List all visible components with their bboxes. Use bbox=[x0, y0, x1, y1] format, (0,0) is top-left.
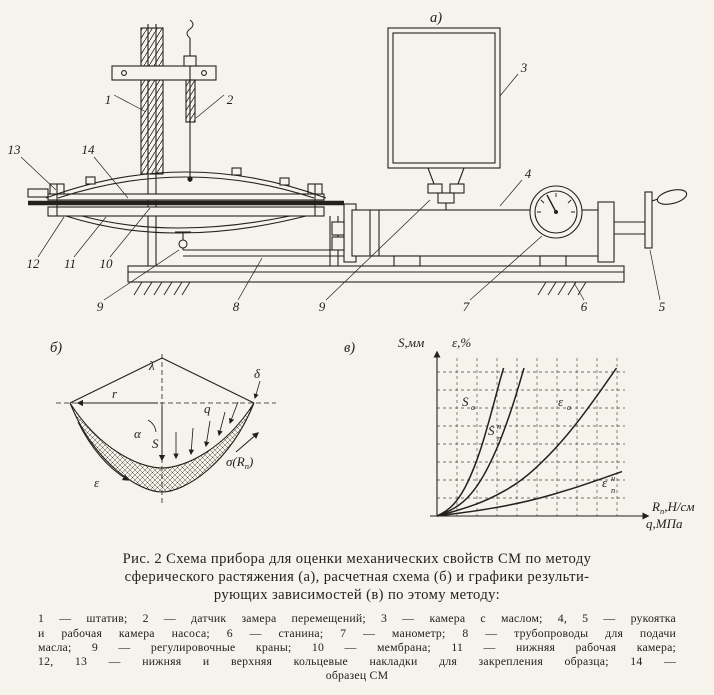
callout-9a: 9 bbox=[97, 299, 104, 314]
epsilon-arc-arrow bbox=[77, 421, 130, 481]
caption-legend-line: образец СМ bbox=[325, 668, 389, 683]
manometer-gauge bbox=[529, 185, 583, 239]
callout-3: 3 bbox=[520, 60, 528, 75]
base-plate bbox=[127, 265, 625, 283]
callout-6: 6 bbox=[581, 299, 588, 314]
valve-left bbox=[175, 231, 191, 250]
curve-eps-pn bbox=[436, 470, 623, 517]
x-axis-label-r: Rп,Н/см bbox=[651, 499, 695, 516]
oil-pipe bbox=[183, 249, 352, 257]
caption-legend-line: масла; 9 — регулировочные краны; 10 — ме… bbox=[38, 639, 676, 654]
part-b-label: б) bbox=[50, 340, 62, 356]
caption-title-line: сферического растяжения (а), расчетная с… bbox=[124, 568, 590, 585]
label-s: S bbox=[152, 436, 159, 451]
svg-text:н: н bbox=[611, 473, 615, 483]
caption-legend: 1 — штатив; 2 — датчик замера перемещени… bbox=[38, 611, 676, 682]
graph-v: в) S,мм ε,% Rп,Н/см q,МПа S о S н п ε о … bbox=[344, 335, 695, 531]
callouts: 1 2 3 4 5 6 7 8 9 9 10 11 12 13 14 bbox=[8, 60, 666, 314]
svg-text:н: н bbox=[497, 421, 501, 431]
oil-chamber bbox=[387, 27, 501, 210]
callout-13: 13 bbox=[8, 142, 22, 157]
label-lambda: λ bbox=[148, 358, 155, 373]
y-axis-label-s: S,мм bbox=[398, 335, 424, 350]
svg-text:S: S bbox=[462, 394, 469, 409]
curve-eps-o bbox=[436, 367, 618, 517]
stand-post bbox=[140, 24, 164, 266]
schema-b: б) λ r δ q α S ε σ(Rп) bbox=[50, 340, 276, 503]
callout-4: 4 bbox=[525, 166, 532, 181]
part-a-label: а) bbox=[430, 10, 442, 26]
callout-1: 1 bbox=[105, 92, 112, 107]
graph-grid bbox=[437, 358, 625, 516]
pressure-q-arrows bbox=[173, 401, 239, 460]
callout-10: 10 bbox=[100, 256, 114, 271]
figure-canvas: а) bbox=[8, 10, 695, 531]
label-delta: δ bbox=[254, 366, 261, 381]
svg-text:S: S bbox=[488, 423, 495, 438]
part-v-label: в) bbox=[344, 340, 355, 356]
curve-S-o bbox=[436, 367, 505, 517]
callout-11: 11 bbox=[64, 256, 76, 271]
lower-chamber bbox=[65, 215, 307, 234]
y-axis-label-eps: ε,% bbox=[452, 335, 471, 350]
callout-7: 7 bbox=[463, 299, 470, 314]
label-r: r bbox=[112, 386, 118, 401]
figure-caption: Рис. 2 Схема прибора для оценки механиче… bbox=[0, 551, 714, 682]
label-alpha: α bbox=[134, 426, 142, 441]
label-sigma: σ(Rп) bbox=[226, 454, 253, 471]
svg-text:о: о bbox=[567, 402, 571, 412]
callout-12: 12 bbox=[27, 256, 41, 271]
caption-legend-line: 12, 13 — нижняя и верхняя кольцевые накл… bbox=[38, 653, 676, 668]
label-eps: ε bbox=[94, 475, 100, 490]
callout-14: 14 bbox=[82, 142, 96, 157]
caption-title-line: Рис. 2 Схема прибора для оценки механиче… bbox=[122, 551, 592, 567]
membrane-dome bbox=[45, 167, 327, 199]
apparatus-schematic: а) bbox=[8, 10, 688, 314]
svg-text:о: о bbox=[471, 402, 475, 412]
label-q: q bbox=[204, 401, 211, 416]
delta-thickness-mark bbox=[253, 380, 261, 399]
svg-text:п: п bbox=[497, 433, 501, 443]
x-axis-label-q: q,МПа bbox=[646, 516, 683, 531]
shell-crescent bbox=[69, 402, 255, 493]
svg-text:ε: ε bbox=[558, 394, 564, 409]
callout-leaders bbox=[20, 73, 661, 301]
caption-legend-line: и рабочая камера насоса; 6 — станина; 7 … bbox=[38, 625, 676, 640]
alpha-angle-arc bbox=[147, 419, 157, 433]
svg-text:ε: ε bbox=[602, 475, 608, 490]
curve-labels: S о S н п ε о ε н п bbox=[462, 394, 615, 495]
displacement-sensor-rod bbox=[183, 19, 197, 182]
crossbar-plate bbox=[111, 65, 217, 81]
caption-title: Рис. 2 Схема прибора для оценки механиче… bbox=[46, 551, 668, 604]
curve-S-pn bbox=[436, 367, 525, 517]
callout-9b: 9 bbox=[319, 299, 326, 314]
crank-handle bbox=[614, 189, 688, 249]
ground-hatch bbox=[133, 281, 587, 296]
callout-8: 8 bbox=[233, 299, 240, 314]
caption-legend-line: 1 — штатив; 2 — датчик замера перемещени… bbox=[38, 611, 676, 626]
callout-5: 5 bbox=[659, 299, 666, 314]
caption-title-line: рующих зависимостей (в) по этому методу: bbox=[213, 586, 501, 603]
callout-2: 2 bbox=[227, 92, 234, 107]
svg-text:п: п bbox=[611, 485, 615, 495]
sigma-arrow bbox=[235, 432, 259, 453]
